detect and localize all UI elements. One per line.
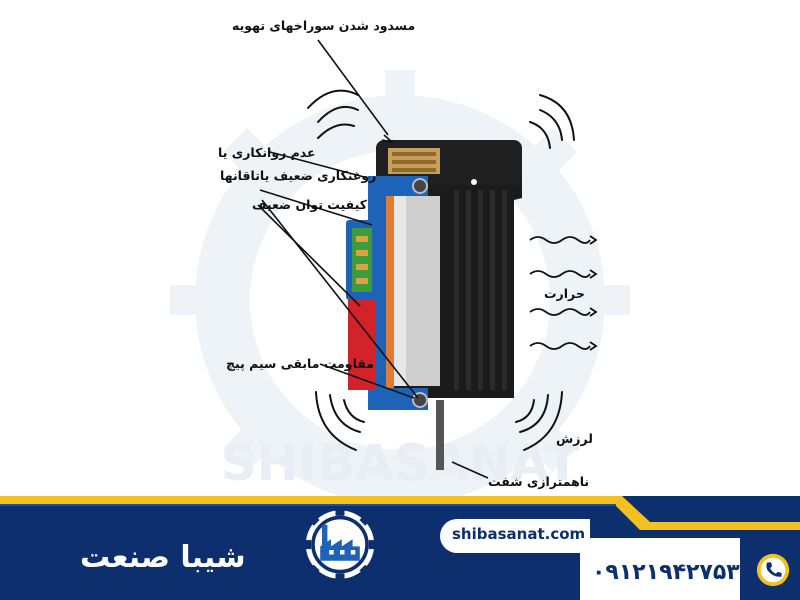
phone-number[interactable]: ۰۹۱۲۱۹۴۲۷۵۳ xyxy=(592,560,740,585)
winding xyxy=(352,228,372,292)
phone-icon-container[interactable] xyxy=(746,541,800,600)
rotor-core xyxy=(404,196,440,386)
label-power-quality: کیفیت توان ضعیف xyxy=(252,197,368,212)
watermark-text: SHIBASANAT xyxy=(221,434,580,492)
cooling-fins xyxy=(454,190,507,390)
leader-lines xyxy=(257,39,489,479)
label-shaft-misalignment: ناهمترازی شفت xyxy=(488,474,590,489)
heat-arrows-icon xyxy=(529,235,598,351)
website-pill xyxy=(440,519,590,553)
bearing-top xyxy=(412,178,428,194)
motor xyxy=(346,140,522,470)
label-lubrication-line2: روغنکاری ضعیف یاتاقانها xyxy=(220,168,377,183)
motor-shaft xyxy=(436,400,444,470)
end-shield xyxy=(368,176,428,410)
label-lubrication-line1: عدم روانکاری یا xyxy=(218,145,316,160)
phone-icon xyxy=(756,553,790,587)
vibration-waves-icon xyxy=(307,89,575,451)
website-link[interactable]: shibasanat.com xyxy=(452,525,586,543)
label-ventilation: مسدود شدن سوراخهای تهویه xyxy=(232,18,416,33)
phone-box xyxy=(580,538,740,600)
label-winding-resistance: مقاومت مابقی سیم پیچ xyxy=(226,356,374,371)
label-vibration: لرزش xyxy=(556,431,593,446)
label-heat: حرارت xyxy=(544,286,585,301)
factory-icon xyxy=(320,524,360,561)
company-logo xyxy=(302,506,378,583)
logo-text: SHIBASANAT xyxy=(308,582,374,592)
brand-name: شیبا صنعت xyxy=(80,540,246,575)
